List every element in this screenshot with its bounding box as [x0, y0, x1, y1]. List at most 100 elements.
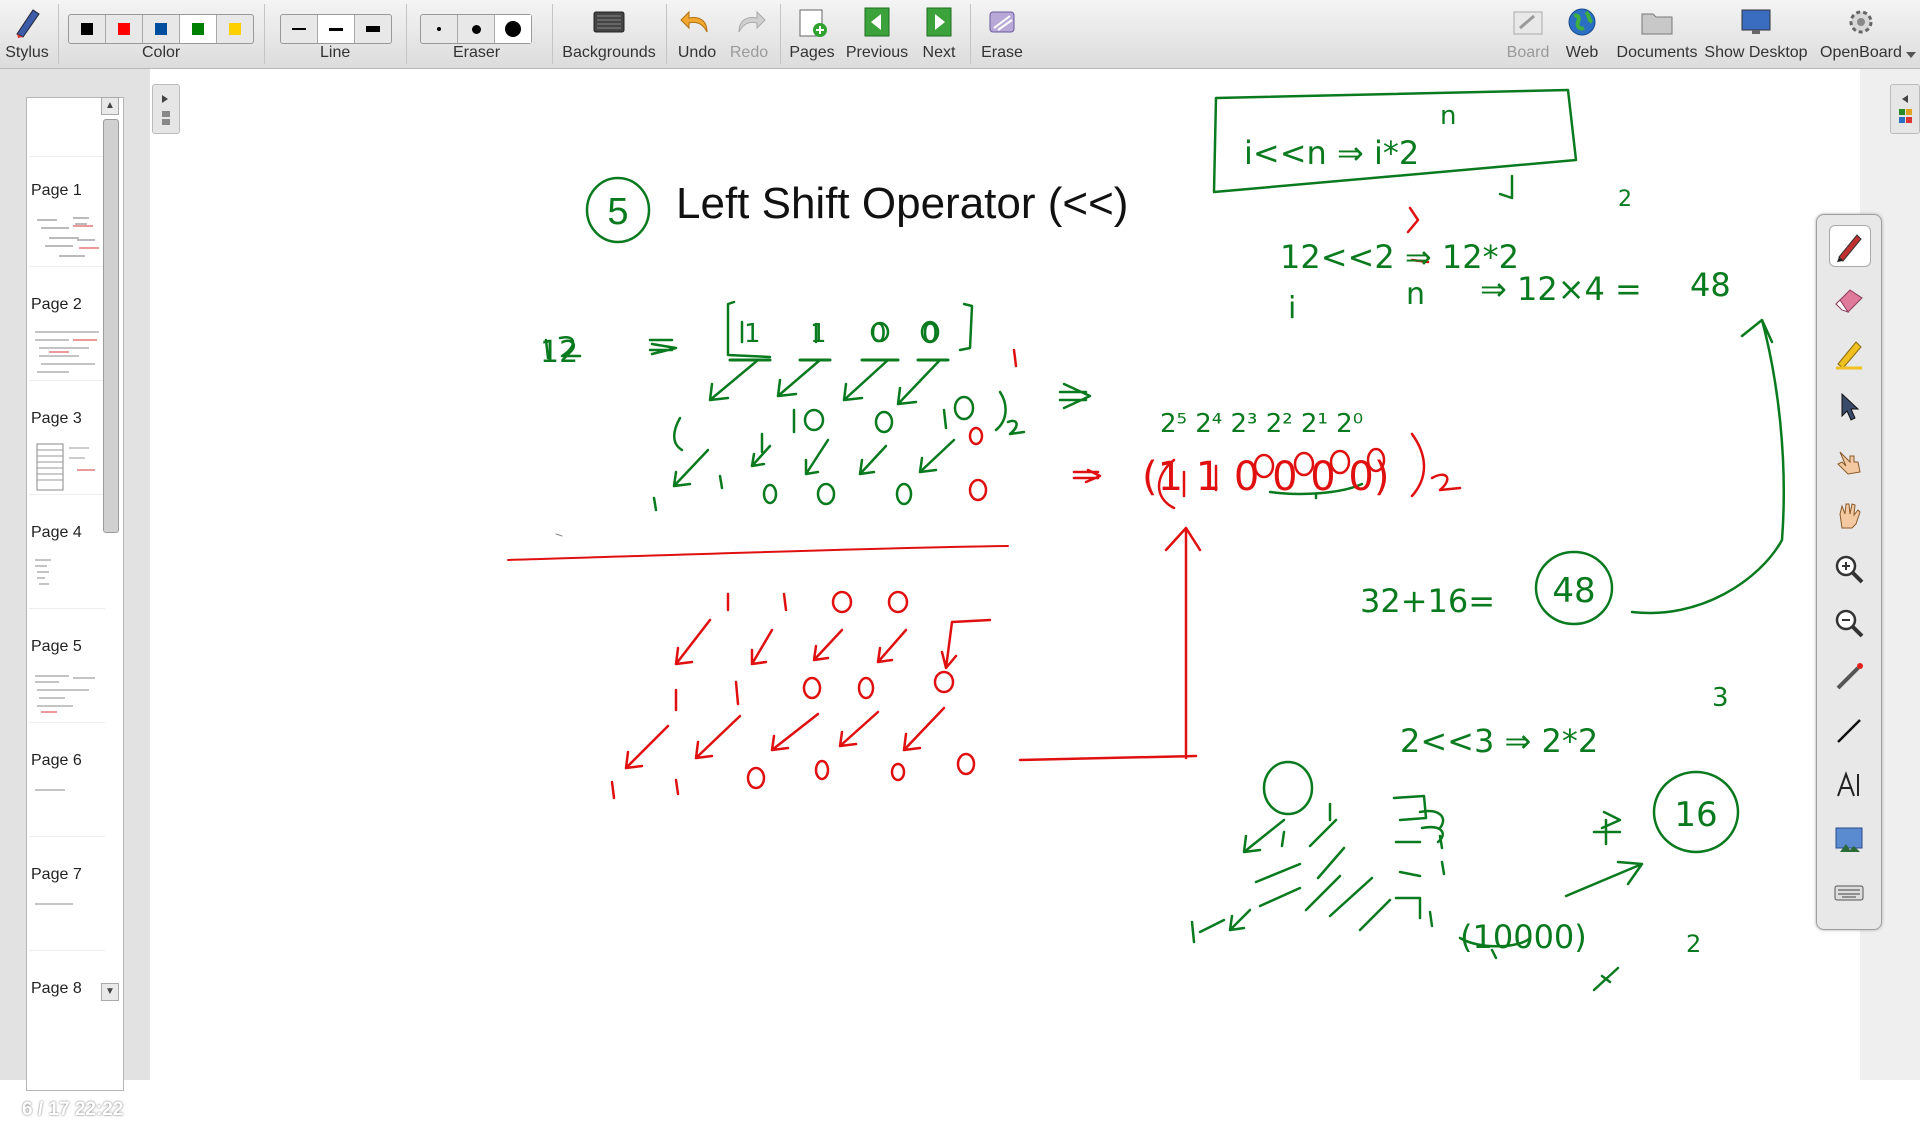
erase-button[interactable]: Erase: [978, 0, 1026, 68]
undo-button[interactable]: Undo: [674, 0, 720, 68]
page-count-clock: 6 / 17 22:22: [22, 1099, 124, 1120]
page-thumb-image: [29, 554, 105, 609]
note-powers: 2⁵ 2⁴ 2³ 2² 2¹ 2⁰: [1160, 409, 1363, 439]
note-eq2: ⇒ 12×4 =: [1480, 270, 1642, 308]
ink-arrow: [672, 448, 710, 488]
board-button[interactable]: Board: [1506, 0, 1550, 68]
chevron-down-icon[interactable]: [1906, 52, 1916, 58]
ink-circle: [585, 176, 651, 244]
color-black-chip: [81, 23, 93, 35]
previous-button[interactable]: Previous: [844, 0, 910, 68]
text-tool[interactable]: [1829, 765, 1869, 805]
collapse-left-panel-button[interactable]: [152, 84, 180, 134]
note-bit-4: 0: [922, 319, 939, 349]
add-page-icon: [799, 9, 827, 37]
note-result-16: 16: [1674, 795, 1717, 835]
eraser-medium[interactable]: [458, 15, 495, 43]
redo-button[interactable]: Redo: [726, 0, 772, 68]
separator: [264, 4, 265, 64]
eraser-large[interactable]: [495, 15, 531, 43]
separator: [970, 4, 971, 64]
text-icon: [1837, 771, 1859, 797]
note-eq1: 12<<2 ⇒ 12*2: [1280, 238, 1519, 276]
zoom-in-tool[interactable]: [1829, 549, 1869, 589]
line-medium[interactable]: [318, 15, 355, 43]
note-i-label: i: [1288, 291, 1296, 326]
line-tool[interactable]: [1829, 711, 1869, 751]
whiteboard-canvas[interactable]: Left Shift Operator (<<) 5 i<<n ⇒ i*2 n …: [150, 69, 1860, 1080]
line-thick[interactable]: [355, 15, 391, 43]
gear-icon: [1849, 10, 1873, 34]
documents-button[interactable]: Documents: [1612, 0, 1702, 68]
color-yellow-chip: [229, 23, 241, 35]
note-twelve: 12: [540, 335, 578, 370]
laser-pointer-tool[interactable]: [1829, 657, 1869, 697]
next-button[interactable]: Next: [916, 0, 962, 68]
thumbnails-scrollbar[interactable]: ▲ ▼: [101, 97, 119, 1017]
backgrounds-button[interactable]: Backgrounds: [560, 0, 658, 68]
ink-bracket: [726, 300, 974, 359]
color-red-chip: [118, 23, 130, 35]
ink-arrow: [750, 444, 772, 468]
scroll-down-icon[interactable]: ▼: [101, 983, 119, 1001]
scroll-up-icon[interactable]: ▲: [101, 97, 119, 115]
show-desktop-button[interactable]: Show Desktop: [1704, 0, 1808, 68]
folder-icon: [1641, 13, 1673, 35]
color-black[interactable]: [69, 15, 106, 43]
ink-arrow: [842, 358, 890, 402]
previous-icon: [864, 7, 890, 37]
line-widths: [280, 14, 392, 44]
interact-tool[interactable]: [1829, 441, 1869, 481]
pen-tool[interactable]: [1829, 225, 1871, 267]
eraser-small-dot: [437, 27, 441, 31]
color-blue[interactable]: [143, 15, 180, 43]
pages-button[interactable]: Pages: [788, 0, 836, 68]
color-swatches: [68, 14, 254, 44]
library-panel-button[interactable]: [1890, 84, 1920, 134]
note-sum: 32+16=: [1360, 582, 1495, 620]
highlighter-tool[interactable]: [1829, 333, 1869, 373]
note-bit-1: 1: [744, 319, 761, 349]
zoom-out-icon: [1835, 609, 1864, 638]
redo-icon: [738, 10, 766, 33]
line-thin[interactable]: [281, 15, 318, 43]
ink-arrow: [896, 358, 942, 406]
ink-red-work: [610, 206, 1462, 800]
ink-arrow: [708, 358, 760, 402]
ink-digits: [544, 320, 1092, 512]
separator: [552, 4, 553, 64]
capture-tool[interactable]: [1829, 819, 1869, 859]
page-thumb-image: [29, 668, 105, 723]
eraser-tool[interactable]: [1829, 279, 1869, 319]
eraser-small[interactable]: [421, 15, 458, 43]
ink-arrow: [776, 358, 822, 398]
note-n-label: n: [1406, 277, 1425, 312]
selector-tool[interactable]: [1829, 387, 1869, 427]
backgrounds-icon: [593, 11, 625, 33]
hand-tool[interactable]: [1829, 495, 1869, 535]
eraser-icon: [1835, 289, 1863, 313]
eraser-large-dot: [505, 21, 521, 37]
eraser-group: Eraser: [420, 0, 534, 68]
ink-arrow: [858, 444, 888, 476]
note-eq3: 2<<3 ⇒ 2*2: [1400, 722, 1598, 760]
zoom-out-tool[interactable]: [1829, 603, 1869, 643]
pen-icon: [1837, 234, 1862, 262]
scrollbar-thumb[interactable]: [103, 119, 119, 533]
color-yellow[interactable]: [217, 15, 253, 43]
eraser-sizes: [420, 14, 532, 44]
ink-stroke: [555, 533, 563, 537]
monitor-icon: [1741, 9, 1771, 34]
color-green[interactable]: [180, 15, 217, 43]
laser-pointer-icon: [1836, 663, 1863, 690]
pages-panel: Page 1 Page 2 Page 3 Page 4: [0, 69, 150, 1120]
openboard-menu-button[interactable]: OpenBoard: [1816, 0, 1906, 68]
web-button[interactable]: Web: [1562, 0, 1602, 68]
erase-icon: [989, 11, 1015, 33]
keyboard-tool[interactable]: [1829, 873, 1869, 913]
color-red[interactable]: [106, 15, 143, 43]
stylus-button[interactable]: Stylus: [0, 0, 54, 68]
note-box-formula: i<<n ⇒ i*2: [1244, 134, 1419, 172]
ink-stroke: [1498, 174, 1514, 200]
zoom-in-icon: [1835, 555, 1864, 584]
